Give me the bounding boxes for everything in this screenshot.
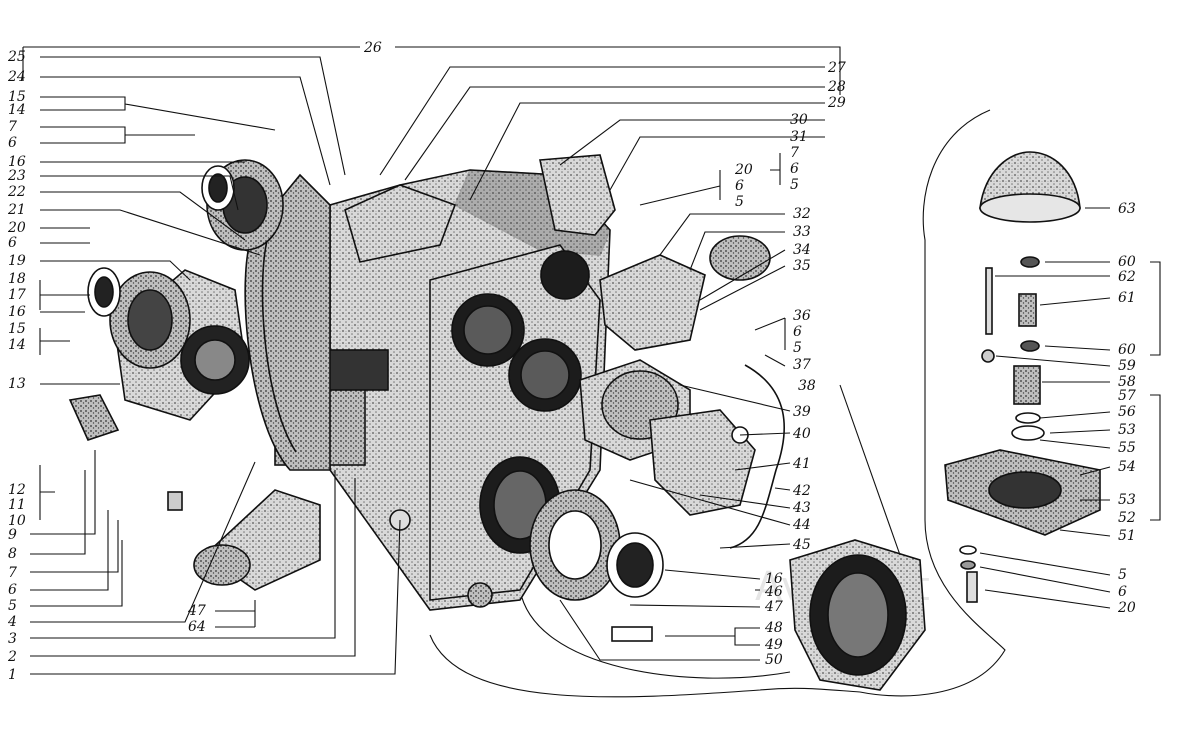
callout-43: 43 [792, 500, 811, 516]
callout-47: 47 [764, 599, 783, 615]
callout-5f: 5 [1118, 567, 1127, 583]
callout-16: 16 [8, 304, 26, 320]
callout-29: 29 [827, 95, 846, 111]
callout-23: 23 [7, 168, 26, 184]
callout-48: 48 [764, 620, 783, 636]
callout-26: 26 [363, 40, 382, 56]
callout-59: 59 [1118, 358, 1136, 374]
callout-20d: 20 [1117, 600, 1136, 616]
callout-24: 24 [7, 69, 26, 85]
callout-20c: 20 [734, 162, 753, 178]
callout-2: 2 [7, 649, 17, 665]
callout-60: 60 [1118, 254, 1136, 270]
callout-53b: 53 [1118, 492, 1136, 508]
callout-60b: 60 [1118, 342, 1136, 358]
callout-30: 30 [790, 112, 808, 128]
callout-5c: 5 [790, 177, 799, 193]
callout-57: 57 [1118, 388, 1136, 404]
callout-56: 56 [1118, 404, 1136, 420]
inset-boundary [859, 109, 1006, 697]
lower-return-curve-2 [519, 589, 791, 679]
outlet-flange [167, 489, 321, 591]
callout-7b: 7 [8, 119, 17, 135]
callout-25: 25 [7, 49, 26, 65]
callout-40: 40 [792, 426, 811, 442]
callout-31: 31 [790, 129, 808, 145]
callout-15: 15 [8, 321, 26, 337]
callout-42: 42 [792, 483, 811, 499]
callout-5: 5 [8, 598, 17, 614]
callout-28: 28 [827, 79, 846, 95]
callout-9: 9 [8, 527, 17, 543]
callout-6d: 6 [735, 178, 744, 194]
leader-lines [22, 46, 1161, 675]
callout-10: 10 [8, 513, 26, 529]
callout-11: 11 [8, 497, 26, 513]
callout-7c: 7 [790, 145, 799, 161]
callout-44: 44 [792, 517, 811, 533]
callout-38: 38 [798, 378, 816, 394]
callout-63: 63 [1118, 201, 1136, 217]
callout-27: 27 [827, 60, 846, 76]
callout-7: 7 [8, 565, 17, 581]
callout-20: 20 [7, 220, 26, 236]
callout-6b: 6 [8, 135, 17, 151]
callout-32: 32 [793, 206, 811, 222]
callout-45: 45 [792, 537, 811, 553]
callout-22: 22 [7, 184, 26, 200]
bell-housing [201, 159, 331, 471]
callout-46: 46 [764, 584, 783, 600]
callout-6e: 6 [793, 324, 802, 340]
callout-4: 4 [7, 614, 17, 630]
callout-1: 1 [8, 667, 17, 683]
callout-16c: 16 [765, 571, 783, 587]
callout-33: 33 [793, 224, 811, 240]
callout-49: 49 [764, 637, 783, 653]
callout-5d: 5 [735, 194, 744, 210]
callout-15b: 15 [8, 89, 26, 105]
callout-61: 61 [1118, 290, 1136, 306]
callout-64: 64 [188, 619, 206, 635]
callout-39: 39 [793, 404, 811, 420]
callout-6c: 6 [790, 161, 799, 177]
callout-6f: 6 [1118, 584, 1127, 600]
callout-36: 36 [793, 308, 811, 324]
callout-18: 18 [8, 271, 26, 287]
callout-53: 53 [1118, 422, 1136, 438]
callout-58: 58 [1118, 374, 1136, 390]
right-covers [529, 154, 771, 642]
lower-return-curve [429, 634, 861, 698]
callout-12: 12 [8, 482, 26, 498]
callout-50: 50 [765, 652, 783, 668]
callout-13: 13 [8, 376, 26, 392]
callout-16b: 16 [8, 154, 26, 170]
callout-34: 34 [793, 242, 811, 258]
callout-20b: 6 [8, 235, 17, 251]
callout-37: 37 [793, 357, 811, 373]
callout-14b: 14 [8, 102, 26, 118]
callout-54: 54 [1118, 459, 1136, 475]
callout-8: 8 [8, 546, 17, 562]
callout-3: 3 [8, 631, 17, 647]
callout-55: 55 [1118, 440, 1136, 456]
oil-pipe [729, 364, 785, 549]
callout-52: 52 [1118, 510, 1136, 526]
callout-19: 19 [8, 253, 26, 269]
inset-parts [944, 151, 1101, 603]
callout-47b: 47 [187, 603, 206, 619]
callout-51: 51 [1118, 528, 1136, 544]
callout-5e: 5 [793, 340, 802, 356]
callout-14: 14 [8, 337, 26, 353]
callout-62: 62 [1118, 269, 1136, 285]
callout-labels: 1 2 3 4 5 6 7 8 9 10 11 12 13 14 15 16 1… [7, 40, 1136, 683]
callout-17: 17 [8, 287, 26, 303]
callout-35: 35 [793, 258, 811, 274]
callout-6: 6 [8, 582, 17, 598]
bell-flange [789, 539, 926, 691]
callout-41: 41 [792, 456, 811, 472]
left-housing [68, 267, 250, 441]
callout-21: 21 [7, 202, 26, 218]
